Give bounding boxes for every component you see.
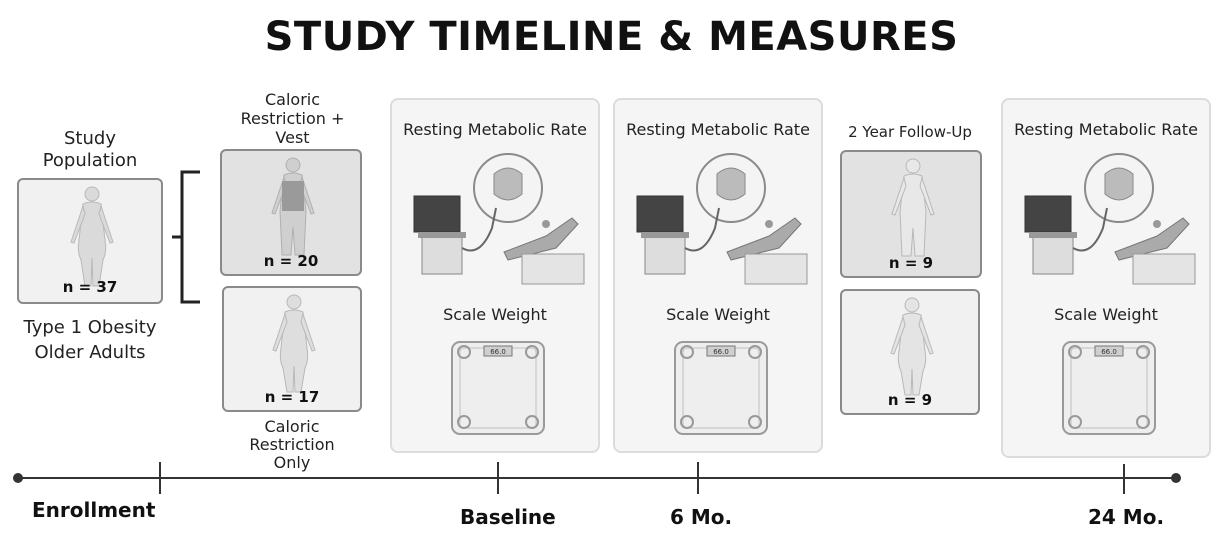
- population-desc-line1: Type 1 Obesity: [23, 317, 157, 338]
- timeline-label-6mo: 6 Mo.: [670, 505, 733, 529]
- group-bracket: [172, 170, 200, 304]
- population-desc: Type 1 Obesity Older Adults: [10, 315, 170, 365]
- cr-only-n: n = 17: [264, 388, 320, 406]
- scale-display: 66.0: [1101, 348, 1117, 356]
- scale-icon: 66.0: [674, 341, 768, 435]
- weight-label: Scale Weight: [443, 305, 547, 324]
- vest-group-label: Caloric Restriction + Vest: [220, 90, 365, 147]
- weight-label: Scale Weight: [666, 305, 770, 324]
- scale-icon: 66.0: [1062, 341, 1156, 435]
- scale-icon: 66.0: [451, 341, 545, 435]
- metabolic-cart-icon: [636, 153, 808, 285]
- vest-label-line2: Restriction +: [240, 109, 345, 128]
- followup-n-top: n = 9: [888, 254, 934, 272]
- person-figure-icon: [891, 158, 935, 257]
- measures-panel-24mo: Resting Metabolic Rate Scale Weight 66.0: [1001, 98, 1211, 458]
- timeline-label-baseline: Baseline: [460, 505, 556, 529]
- scale-display: 66.0: [713, 348, 729, 356]
- page-title: STUDY TIMELINE & MEASURES: [264, 14, 959, 60]
- timeline-axis: [13, 462, 1181, 494]
- population-heading: Study Population: [20, 128, 160, 172]
- person-figure-icon: [890, 297, 934, 396]
- cr-only-line2: Restriction: [249, 435, 335, 454]
- vest-n: n = 20: [263, 252, 319, 270]
- rmr-label: Resting Metabolic Rate: [1014, 120, 1198, 139]
- vest-label-line1: Caloric: [264, 90, 321, 109]
- rmr-label: Resting Metabolic Rate: [626, 120, 810, 139]
- cr-only-line3: Only: [273, 453, 311, 472]
- population-n: n = 37: [62, 278, 118, 296]
- cr-only-label: Caloric Restriction Only: [222, 418, 362, 472]
- followup-n-bottom: n = 9: [887, 391, 933, 409]
- person-figure-icon: [272, 294, 316, 393]
- timeline-end-dot: [1171, 473, 1181, 483]
- vest-label-line3: Vest: [275, 128, 310, 147]
- timeline-label-enrollment: Enrollment: [32, 498, 156, 522]
- followup-heading: 2 Year Follow-Up: [848, 123, 972, 141]
- rmr-label: Resting Metabolic Rate: [403, 120, 587, 139]
- followup-box-bottom: n = 9: [840, 289, 980, 415]
- vest-shape: [282, 181, 304, 211]
- cr-only-line1: Caloric: [264, 417, 320, 436]
- population-desc-line2: Older Adults: [34, 342, 146, 363]
- weight-label: Scale Weight: [1054, 305, 1158, 324]
- metabolic-cart-icon: [1024, 153, 1196, 285]
- measures-panel-6mo: Resting Metabolic Rate Scale Weight 66.0: [613, 98, 823, 453]
- population-heading-text: Study Population: [42, 128, 138, 171]
- cr-only-group-box: n = 17: [222, 286, 362, 412]
- followup-box-top: n = 9: [840, 150, 982, 278]
- population-box: n = 37: [17, 178, 163, 304]
- metabolic-cart-icon: [413, 153, 585, 285]
- vest-group-box: n = 20: [220, 149, 362, 276]
- timeline-start-dot: [13, 473, 23, 483]
- person-figure-icon: [70, 186, 114, 287]
- timeline-label-24mo: 24 Mo.: [1088, 505, 1165, 529]
- measures-panel-baseline: Resting Metabolic Rate Scale Weight 66.0: [390, 98, 600, 453]
- person-with-vest-icon: [271, 157, 315, 256]
- scale-display: 66.0: [490, 348, 506, 356]
